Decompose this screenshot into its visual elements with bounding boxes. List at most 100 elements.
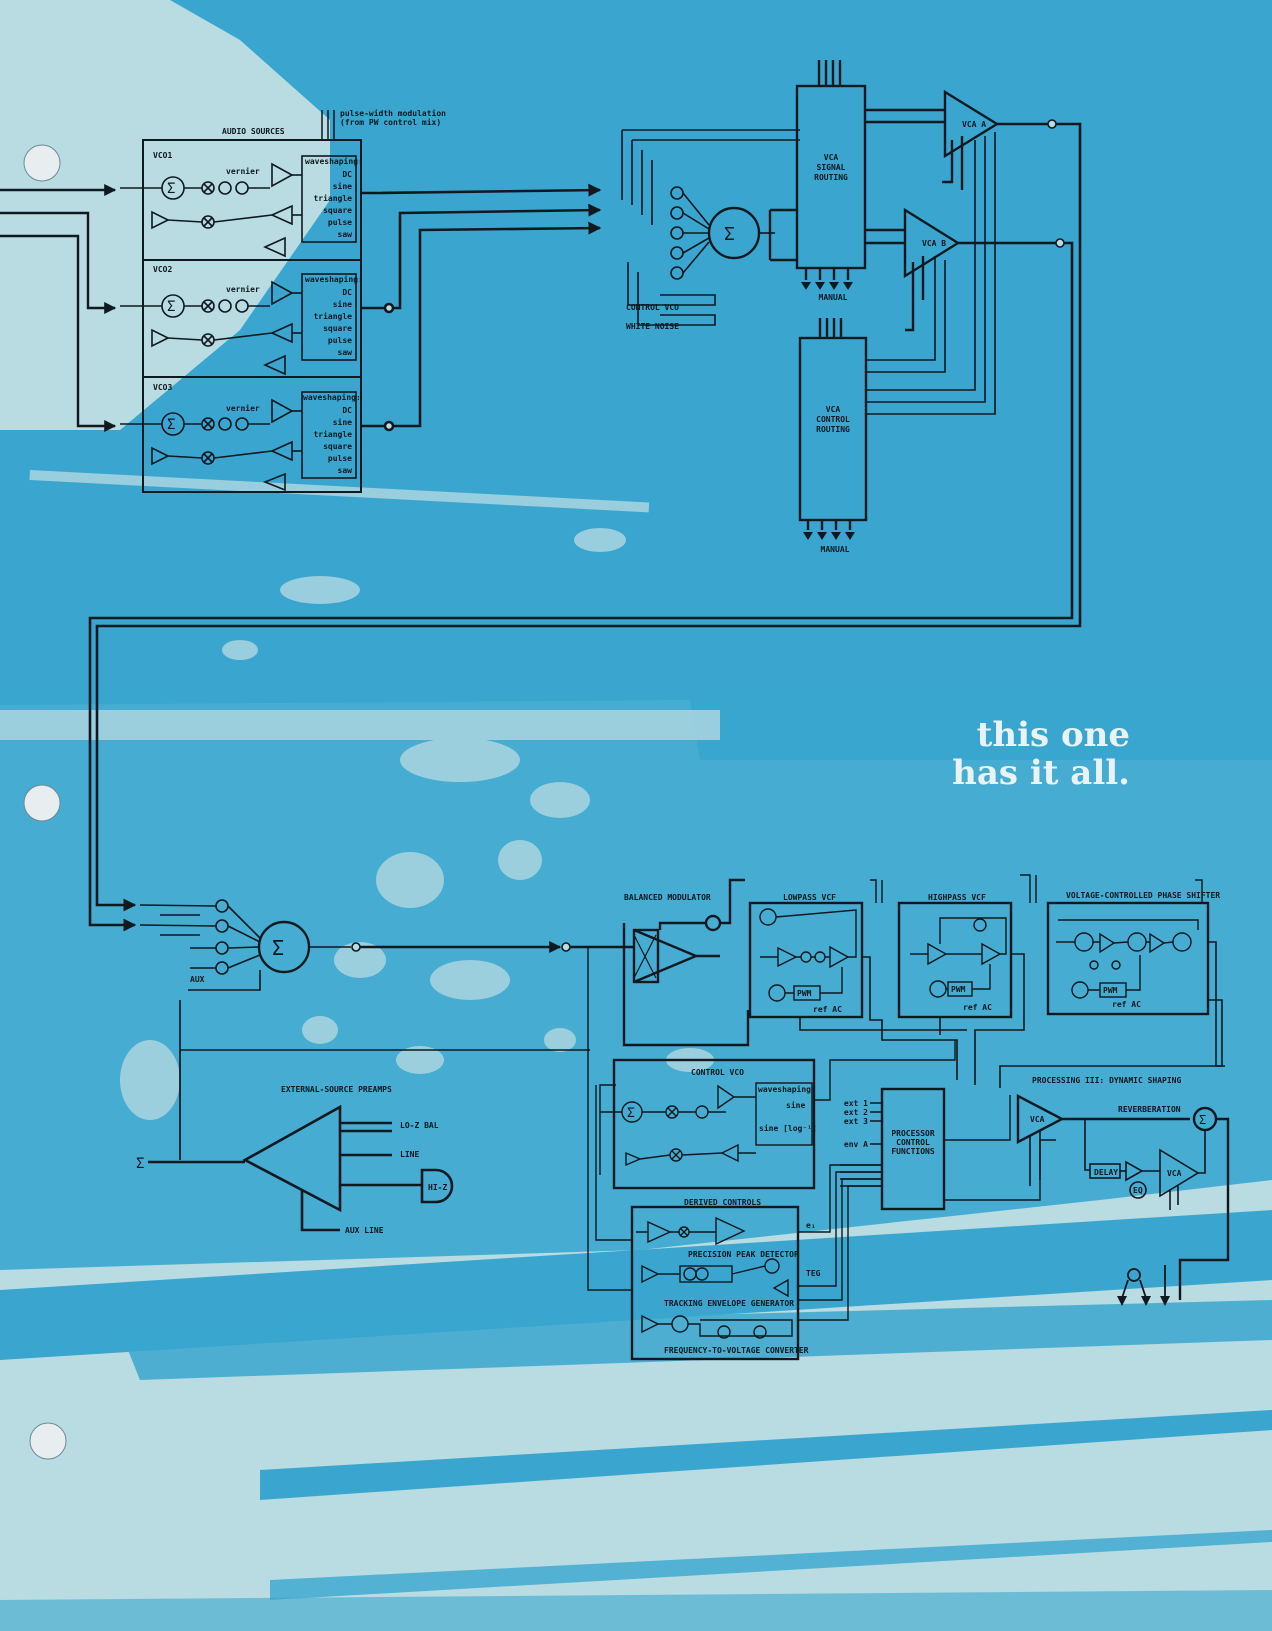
vca-a	[866, 89, 1048, 190]
processor-input-env-a: env A	[844, 1140, 868, 1149]
balanced-modulator	[570, 878, 750, 1047]
dynamic-eq: EQ	[1133, 1186, 1143, 1195]
vca-b-label: VCA B	[922, 239, 946, 248]
derived-peak-detector: PRECISION PEAK DETECTOR	[688, 1250, 799, 1259]
vca-signal-manual: MANUAL	[819, 293, 848, 302]
highpass-pwm: PWM	[951, 985, 966, 994]
vco3-waveshaping: waveshaping:	[303, 392, 361, 402]
vco1-wave-square: square	[323, 206, 352, 215]
vco2-label: VCO2	[153, 265, 172, 274]
vco3-label: VCO3	[153, 383, 172, 392]
preamp-aux-line: AUX LINE	[345, 1226, 384, 1235]
lowpass-vcf	[748, 879, 883, 1019]
derived-f-to-v: FREQUENCY-TO-VOLTAGE CONVERTER	[664, 1346, 809, 1355]
highpass-vcf	[897, 874, 1037, 1019]
vca-control-routing-line3: ROUTING	[816, 425, 850, 434]
vco1-waveshaping: waveshaping:	[305, 156, 363, 166]
vco1-wave-dc: DC	[342, 170, 352, 179]
preamps-title: EXTERNAL-SOURCE PREAMPS	[281, 1085, 392, 1094]
vco3-wave-dc: DC	[342, 406, 352, 415]
processor-input-ext1: ext 1	[844, 1099, 868, 1108]
vco2-vernier: vernier	[226, 284, 260, 294]
preamp-sigma: Σ	[136, 1156, 144, 1172]
vco3-wave-pulse: pulse	[328, 454, 352, 463]
dynamic-output-arrows	[1121, 1265, 1166, 1299]
vca-control-routing-line1: VCA	[826, 405, 841, 414]
balanced-modulator-title: BALANCED MODULATOR	[624, 893, 711, 902]
derived-controls	[630, 1205, 800, 1361]
bottom-mixer-sum-icon: Σ	[272, 936, 284, 960]
main-bus	[88, 122, 1082, 932]
phase-shifter	[1046, 879, 1210, 1016]
vco1-block: VCO1 vernier Σ waveshaping: DC sine tria…	[120, 151, 363, 258]
derived-teg: TEG	[806, 1269, 821, 1278]
vco2-wave-square: square	[323, 324, 352, 333]
bottom-mixer-aux: AUX	[190, 975, 205, 984]
vco3-sum-icon: Σ	[167, 417, 175, 433]
preamp-lo-z: LO-Z BAL	[400, 1121, 439, 1130]
vco-input-lines	[0, 184, 117, 432]
processor-control-line2: CONTROL	[896, 1138, 930, 1147]
control-vco-sum-icon: Σ	[627, 1106, 635, 1121]
dynamic-vca2: VCA	[1167, 1169, 1182, 1178]
vco1-wave-sine: sine	[333, 181, 352, 191]
processor-input-ext3: ext 3	[844, 1117, 868, 1126]
pwm-note-line1: pulse-width modulation	[340, 108, 446, 118]
vca-signal-routing-line1: VCA	[824, 153, 839, 162]
processor-control-functions	[814, 1040, 1056, 1211]
phase-shifter-ref-ac: ref AC	[1112, 1000, 1141, 1009]
vca-signal-routing	[768, 60, 867, 280]
vca-control-manual: MANUAL	[821, 545, 850, 554]
lowpass-ref-ac: ref AC	[813, 1005, 842, 1014]
processor-input-ext2: ext 2	[844, 1108, 868, 1117]
vco1-wave-triangle: triangle	[313, 193, 352, 203]
vca-a-output-jack	[1047, 119, 1057, 129]
preamp-amplifier	[148, 1104, 454, 1232]
binder-hole-top	[23, 144, 61, 182]
highpass-title: HIGHPASS VCF	[928, 893, 986, 902]
derived-controls-title: DERIVED CONTROLS	[684, 1198, 761, 1207]
processor-control-line1: PROCESSOR	[891, 1129, 935, 1138]
preamp-hi-z: HI-Z	[428, 1183, 447, 1192]
control-routing-lines	[866, 132, 996, 415]
vca-b-output-jack	[1055, 238, 1065, 248]
vco3-wave-square: square	[323, 442, 352, 451]
vco1-wave-saw: saw	[338, 230, 353, 239]
filter-chain-wiring	[799, 941, 1225, 1088]
vca-control-routing	[798, 318, 868, 530]
white-noise-input: WHITE NOISE	[626, 322, 679, 331]
control-vco	[599, 1058, 816, 1190]
phase-shifter-title: VOLTAGE-CONTROLLED PHASE SHIFTER	[1066, 891, 1220, 900]
vco2-wave-pulse: pulse	[328, 336, 352, 345]
derived-wiring	[179, 947, 882, 1321]
dynamic-shaping	[1016, 1094, 1230, 1300]
binder-hole-bottom	[29, 1422, 67, 1460]
control-vco-input: CONTROL VCO	[626, 303, 679, 312]
control-vco-title: CONTROL VCO	[691, 1068, 744, 1077]
mixer-output-jack	[351, 942, 361, 952]
lowpass-title: LOWPASS VCF	[783, 893, 836, 902]
audio-sources-title: AUDIO SOURCES	[222, 127, 285, 136]
tagline-line2: has it all.	[952, 753, 1130, 793]
vca-control-routing-line2: CONTROL	[816, 415, 850, 424]
vca-control-manual-arrows	[803, 532, 855, 540]
control-vco-sine: sine	[786, 1100, 805, 1110]
vca-a-label: VCA A	[962, 120, 986, 129]
vco2-wave-dc: DC	[342, 288, 352, 297]
vco-output-buses	[362, 183, 602, 432]
lowpass-pwm: PWM	[797, 989, 812, 998]
dynamic-vca: VCA	[1030, 1115, 1045, 1124]
vco2-block: VCO2 vernier Σ waveshaping: DC sine tria…	[120, 265, 363, 376]
vco3-vernier: vernier	[226, 403, 260, 413]
pwm-note-line2: (from PW control mix)	[340, 117, 441, 127]
control-vco-sine-log: sine [log⁻¹]	[759, 1123, 817, 1133]
vca-signal-routing-line2: SIGNAL	[817, 163, 846, 172]
preamp-line: LINE	[400, 1150, 419, 1159]
modulator-input-jack	[561, 942, 571, 952]
vco3-wave-sine: sine	[333, 417, 352, 427]
vco1-vernier: vernier	[226, 166, 260, 176]
processor-control-line3: FUNCTIONS	[891, 1147, 935, 1156]
vco3-wave-saw: saw	[338, 466, 353, 475]
